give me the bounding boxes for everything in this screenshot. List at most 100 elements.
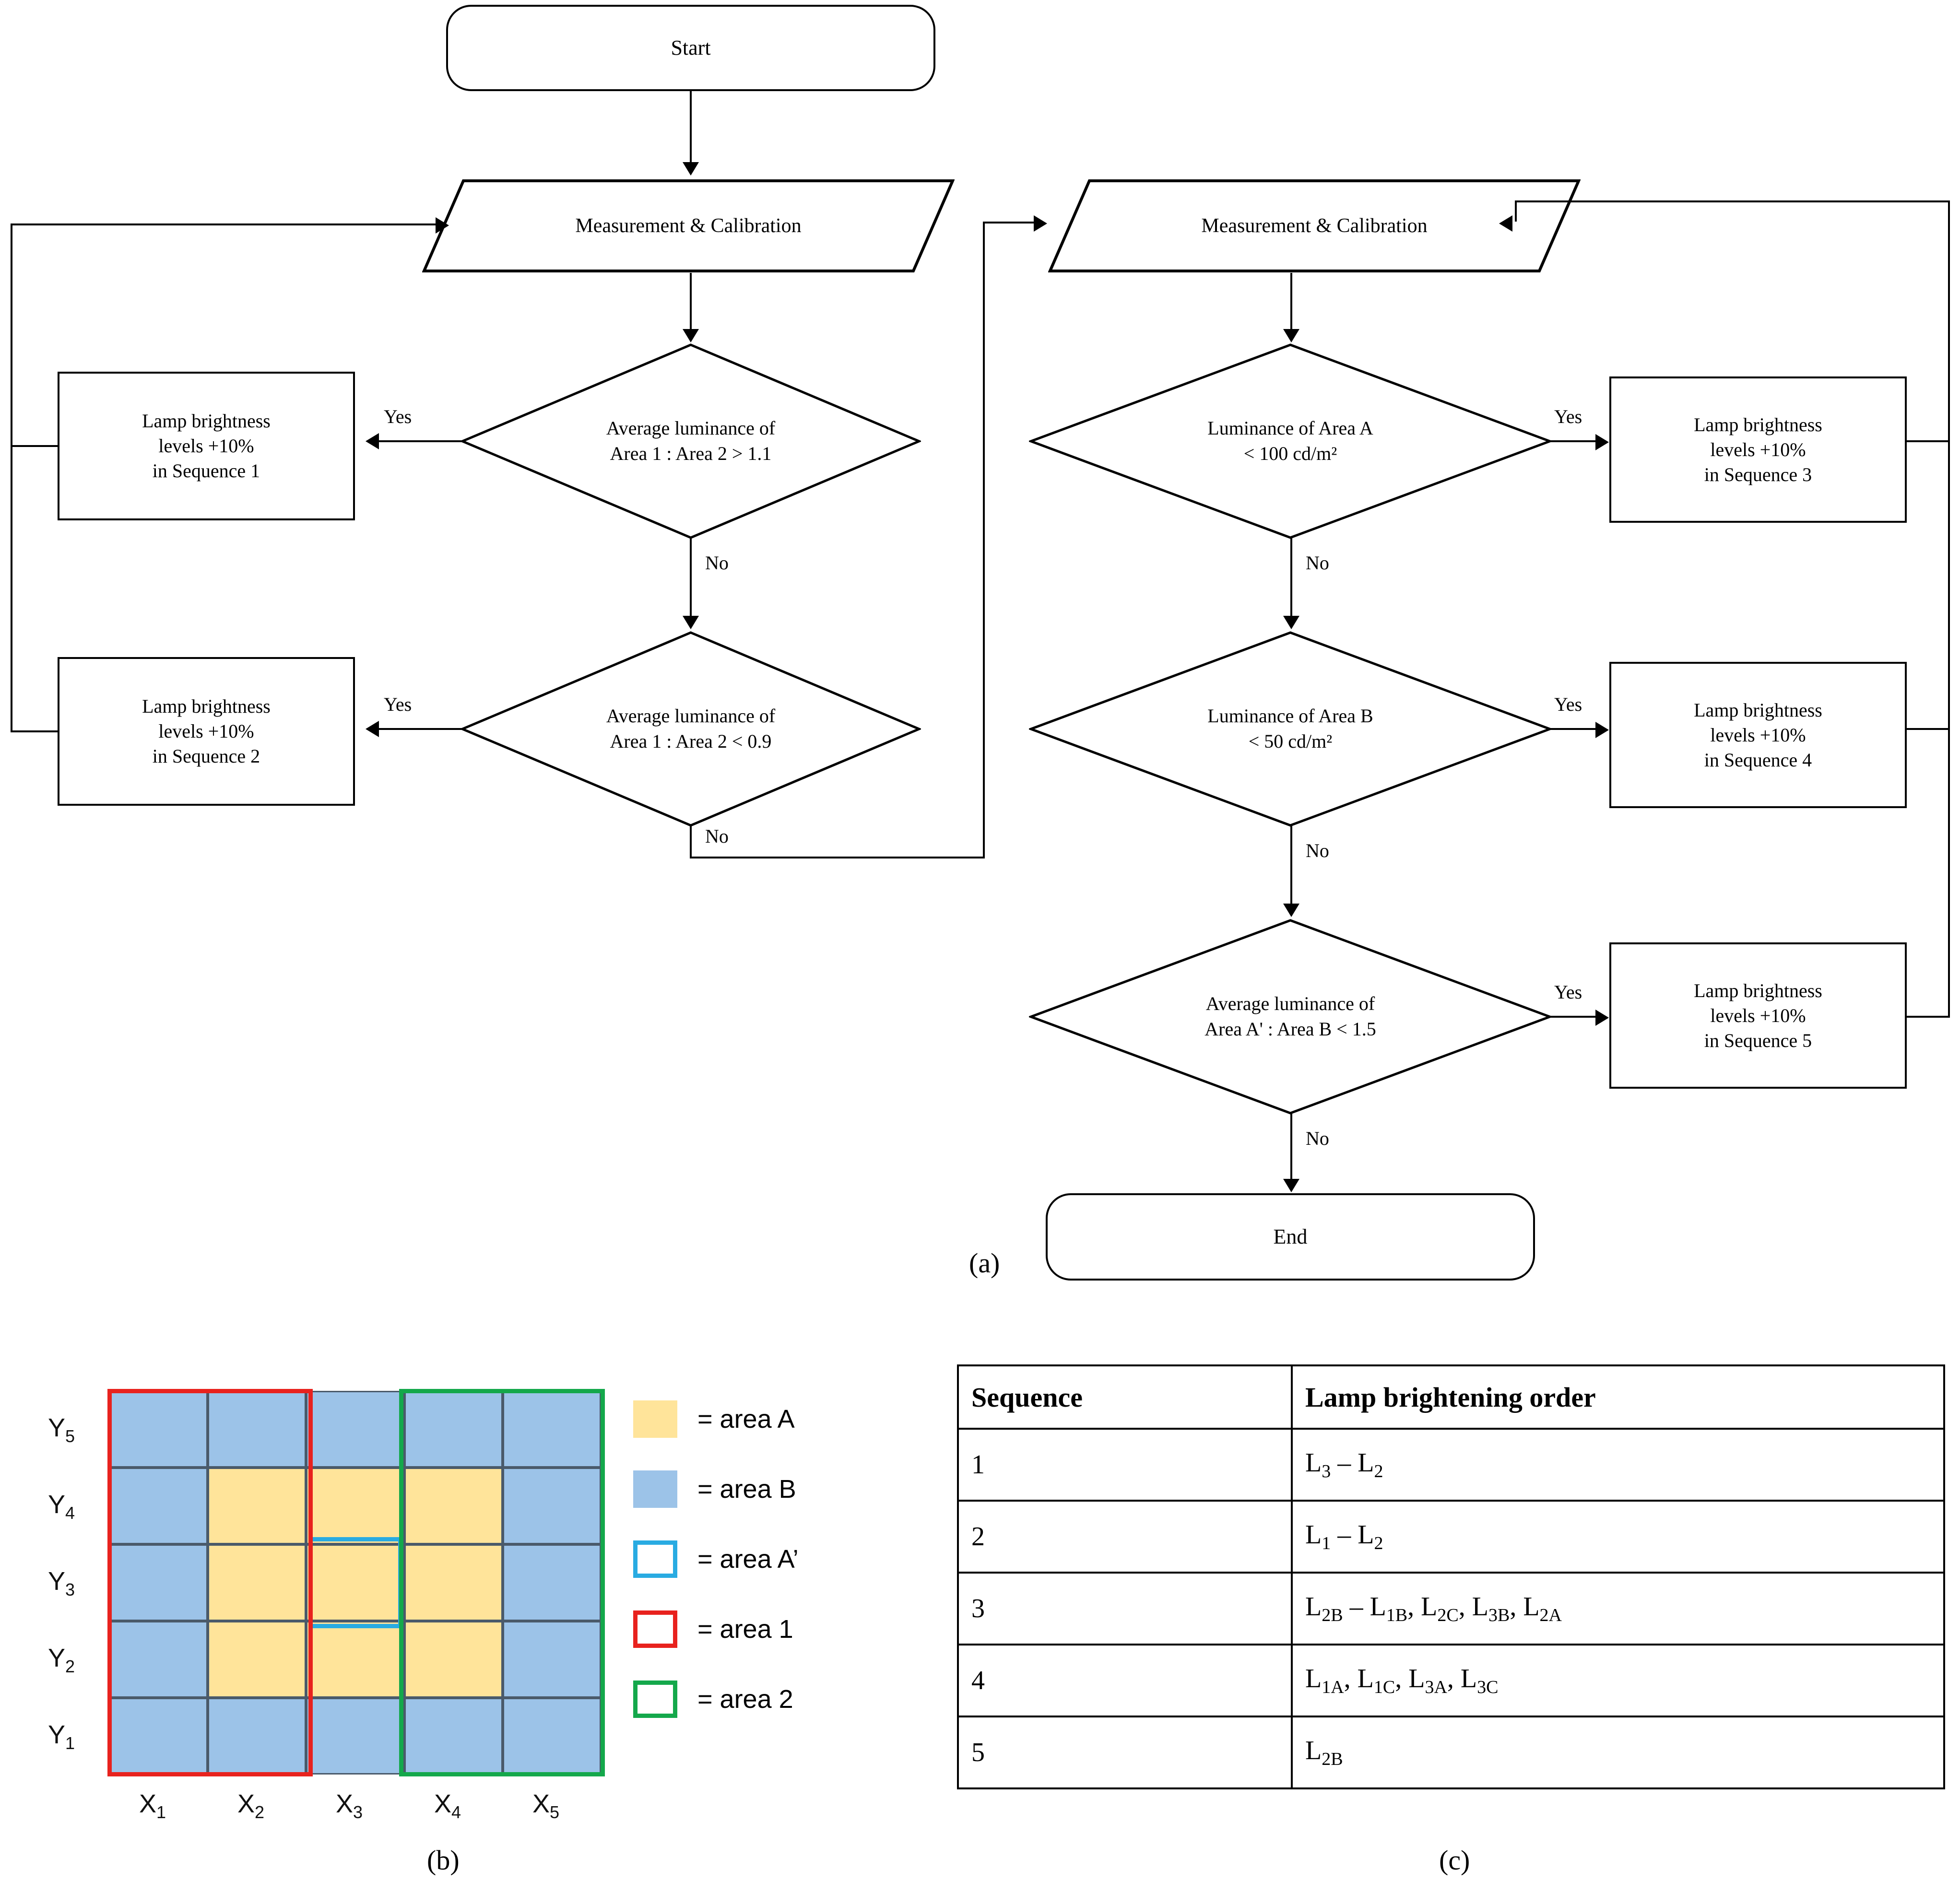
arrow-decision4-no [1283, 904, 1299, 917]
action-sequence-2[interactable]: Lamp brightness levels +10% in Sequence … [58, 657, 355, 806]
caption-a: (a) [969, 1247, 1000, 1279]
legend-swatch-5 [633, 1681, 677, 1718]
decision-area1-area2-gt[interactable]: Average luminance of Area 1 : Area 2 > 1… [460, 343, 921, 540]
grid-cell-X2-Y5 [208, 1391, 306, 1468]
table-cell-sequence-5: 5 [957, 1716, 1293, 1789]
table-cell-sequence-1: 1 [957, 1428, 1293, 1502]
decision4-label: Luminance of Area B < 50 cd/m² [1207, 705, 1373, 752]
decision-area-b-luminance[interactable]: Luminance of Area B < 50 cd/m² [1029, 631, 1552, 827]
arrow-decision1-yes [366, 433, 379, 449]
feedback-right-top [1515, 200, 1950, 202]
edge-label-decision5-no: No [1306, 1128, 1329, 1149]
arrow-decision2-yes [366, 721, 379, 737]
edge-decision3-no [1290, 538, 1292, 617]
legend-swatch-1 [633, 1400, 677, 1438]
legend-swatch-2 [633, 1470, 677, 1508]
edge-decision4-yes [1548, 728, 1596, 730]
feedback-right-rail [1948, 200, 1950, 1018]
legend-label-1: = area A [697, 1405, 795, 1434]
action-sequence-5-label: Lamp brightness levels +10% in Sequence … [1694, 979, 1822, 1051]
grid-y-label-Y2: Y2 [48, 1644, 75, 1676]
legend-swatch-4 [633, 1610, 677, 1648]
arrow-decision2-no-into-measurement-right [1034, 215, 1047, 232]
edge-decision3-yes [1548, 440, 1596, 442]
edge-start-to-measurement [690, 91, 692, 163]
decision1-label: Average luminance of Area 1 : Area 2 > 1… [606, 417, 776, 464]
grid-cell-X5-Y2 [503, 1621, 601, 1698]
caption-c: (c) [1439, 1845, 1470, 1876]
start-node[interactable]: Start [446, 5, 935, 91]
table-cell-order-4: L1A, L1C, L3A, L3C [1291, 1644, 1945, 1717]
decision-area-aprime-area-b[interactable]: Average luminance of Area A' : Area B < … [1029, 918, 1552, 1115]
edge-decision2-yes [379, 728, 463, 730]
feedback-left-top [11, 223, 437, 225]
decision3-label: Luminance of Area A < 100 cd/m² [1207, 417, 1373, 464]
grid-cell-X4-Y4 [404, 1468, 503, 1544]
action-sequence-2-label: Lamp brightness levels +10% in Sequence … [142, 695, 271, 767]
end-node[interactable]: End [1046, 1193, 1535, 1281]
edge-decision4-no [1290, 826, 1292, 905]
measurement-right-node[interactable]: Measurement & Calibration [1048, 179, 1581, 273]
feedback-left-rail [11, 223, 12, 732]
measurement-left-node[interactable]: Measurement & Calibration [422, 179, 955, 273]
grid-x-label-X3: X3 [336, 1789, 363, 1822]
grid-cell-X2-Y4 [208, 1468, 306, 1544]
edge-decision2-no-right [690, 857, 985, 858]
grid-y-label-Y3: Y3 [48, 1567, 75, 1599]
arrow-feedback-right-into-measurement [1499, 215, 1512, 232]
decision5-label: Average luminance of Area A' : Area B < … [1204, 993, 1376, 1040]
legend-label-3: = area A’ [697, 1545, 799, 1574]
edge-decision1-yes [379, 440, 463, 442]
table-cell-order-5: L2B [1291, 1716, 1945, 1789]
grid-x-label-X4: X4 [434, 1789, 461, 1822]
grid-cell-X4-Y1 [404, 1698, 503, 1775]
area-2-outline [399, 1389, 605, 1776]
grid-cell-X1-Y4 [109, 1468, 208, 1544]
grid-cell-X2-Y2 [208, 1621, 306, 1698]
grid-cell-X4-Y3 [404, 1544, 503, 1621]
decision-area1-area2-lt[interactable]: Average luminance of Area 1 : Area 2 < 0… [460, 631, 921, 827]
legend-item-1: = area A [633, 1400, 795, 1438]
action-sequence-3-label: Lamp brightness levels +10% in Sequence … [1694, 413, 1822, 485]
edge-measurement-left-to-decision1 [690, 273, 692, 330]
measurement-right-label: Measurement & Calibration [1201, 215, 1428, 237]
area-a-prime-outline [308, 1537, 402, 1628]
feedback-right-drop [1515, 200, 1517, 222]
grid-cell-X3-Y3 [306, 1544, 404, 1621]
grid-cell-X1-Y3 [109, 1544, 208, 1621]
feedback-right-box5-stub [1907, 1016, 1950, 1018]
grid-cell-X3-Y1 [306, 1698, 404, 1775]
edge-label-decision2-yes: Yes [384, 693, 412, 715]
action-sequence-4[interactable]: Lamp brightness levels +10% in Sequence … [1609, 662, 1907, 808]
grid-cell-X3-Y4 [306, 1468, 404, 1544]
area-1-outline [107, 1389, 313, 1776]
edge-decision1-no [690, 538, 692, 617]
legend-label-2: = area B [697, 1475, 796, 1504]
legend-item-3: = area A’ [633, 1540, 799, 1578]
feedback-left-box2-stub [11, 730, 59, 732]
edge-label-decision4-no: No [1306, 840, 1329, 861]
edge-label-decision4-yes: Yes [1554, 693, 1582, 715]
arrow-measurement-right-to-decision3 [1283, 329, 1299, 342]
table-cell-order-3: L2B – L1B, L2C, L3B, L2A [1291, 1572, 1945, 1645]
grid-cells [109, 1391, 601, 1775]
action-sequence-1-label: Lamp brightness levels +10% in Sequence … [142, 410, 271, 482]
edge-label-decision5-yes: Yes [1554, 981, 1582, 1003]
table-cell-order-1: L3 – L2 [1291, 1428, 1945, 1502]
action-sequence-3[interactable]: Lamp brightness levels +10% in Sequence … [1609, 376, 1907, 523]
feedback-left-box1-stub [11, 445, 59, 447]
action-sequence-1[interactable]: Lamp brightness levels +10% in Sequence … [58, 372, 355, 520]
edge-label-decision1-yes: Yes [384, 406, 412, 427]
action-sequence-5[interactable]: Lamp brightness levels +10% in Sequence … [1609, 942, 1907, 1089]
grid-cell-X5-Y4 [503, 1468, 601, 1544]
grid-cell-X5-Y3 [503, 1544, 601, 1621]
edge-decision5-no [1290, 1114, 1292, 1181]
table-header-sequence: Sequence [957, 1364, 1293, 1430]
decision-area-a-luminance[interactable]: Luminance of Area A < 100 cd/m² [1029, 343, 1552, 540]
grid-y-label-Y4: Y4 [48, 1490, 75, 1523]
